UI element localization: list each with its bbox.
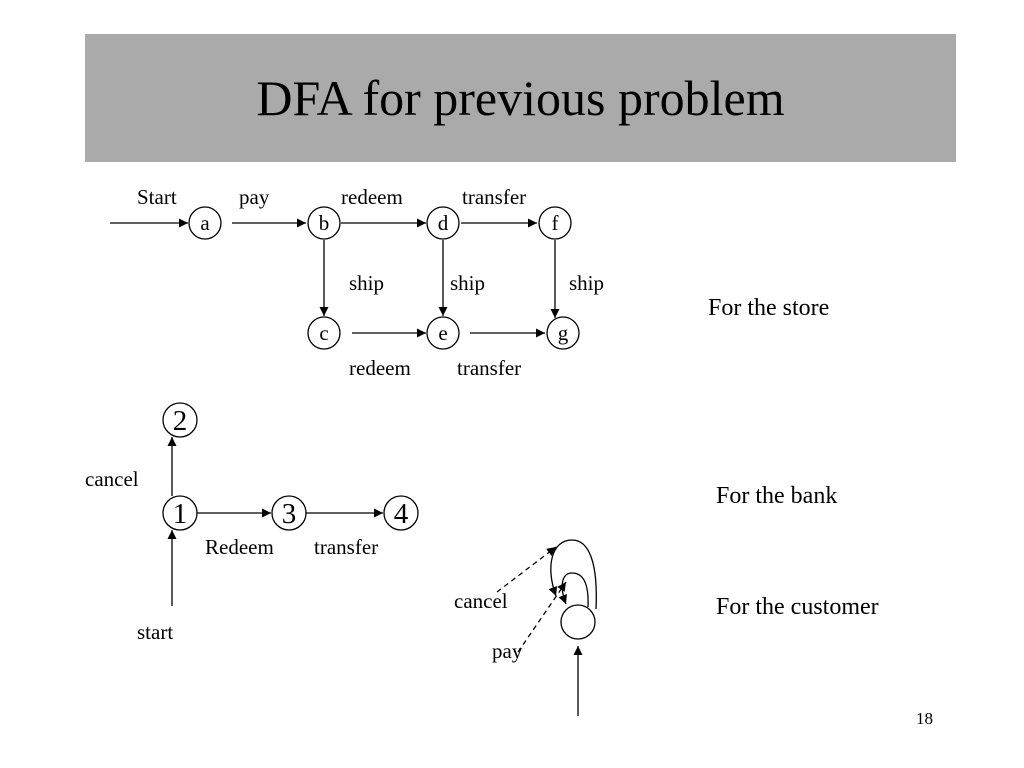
node-1-label: 1 <box>173 498 188 530</box>
customer-dfa <box>496 539 597 716</box>
bank-dfa <box>162 402 419 606</box>
node-g-label: g <box>558 321 569 345</box>
loop-pay-label: pay <box>492 639 523 663</box>
page-number: 18 <box>916 709 933 728</box>
node-f-label: f <box>552 211 559 235</box>
cancel-leader <box>496 546 557 593</box>
edge-f-g-label: ship <box>569 271 604 295</box>
store-labels: a b d f c e g Start pay redeem transfer … <box>137 185 604 380</box>
node-3 <box>271 495 307 531</box>
node-b <box>307 206 341 240</box>
customer-labels: cancel pay <box>454 589 523 663</box>
node-b-label: b <box>319 211 330 235</box>
edge-c-e-label: redeem <box>349 356 411 380</box>
edge-a-b-label: pay <box>239 185 270 209</box>
edge-e-g-label: transfer <box>457 356 521 380</box>
pay-leader <box>517 581 567 653</box>
node-4 <box>383 495 419 531</box>
title-banner: DFA for previous problem <box>85 34 956 162</box>
store-start-label: Start <box>137 185 177 209</box>
edge-b-c-label: ship <box>349 271 384 295</box>
slide-title: DFA for previous problem <box>256 70 785 126</box>
node-e <box>426 316 460 350</box>
node-f <box>538 206 572 240</box>
customer-state <box>560 604 596 640</box>
edge-d-e-label: ship <box>450 271 485 295</box>
node-3-label: 3 <box>282 498 297 530</box>
loop-cancel-label: cancel <box>454 589 508 613</box>
bank-labels: 1 2 3 4 cancel Redeem transfer start <box>85 405 409 644</box>
node-g <box>546 316 580 350</box>
node-d-label: d <box>438 211 449 235</box>
edge-d-f-label: transfer <box>462 185 526 209</box>
node-e-label: e <box>438 321 447 345</box>
node-2 <box>162 402 198 438</box>
store-caption: For the store <box>708 295 829 321</box>
edge-1-2-label: cancel <box>85 467 139 491</box>
node-1 <box>162 495 198 531</box>
bank-start-label: start <box>137 620 173 644</box>
node-d <box>426 206 460 240</box>
node-4-label: 4 <box>394 498 409 530</box>
edge-b-d-label: redeem <box>341 185 403 209</box>
node-c <box>307 316 341 350</box>
node-c-label: c <box>319 321 328 345</box>
node-2-label: 2 <box>173 405 188 437</box>
edge-1-3-label: Redeem <box>205 535 274 559</box>
node-a <box>188 206 222 240</box>
node-a-label: a <box>200 211 210 235</box>
store-dfa <box>110 206 580 350</box>
loop-cancel <box>548 539 597 610</box>
customer-caption: For the customer <box>716 594 879 620</box>
loop-pay <box>558 572 589 608</box>
edge-3-4-label: transfer <box>314 535 378 559</box>
bank-caption: For the bank <box>716 483 837 509</box>
